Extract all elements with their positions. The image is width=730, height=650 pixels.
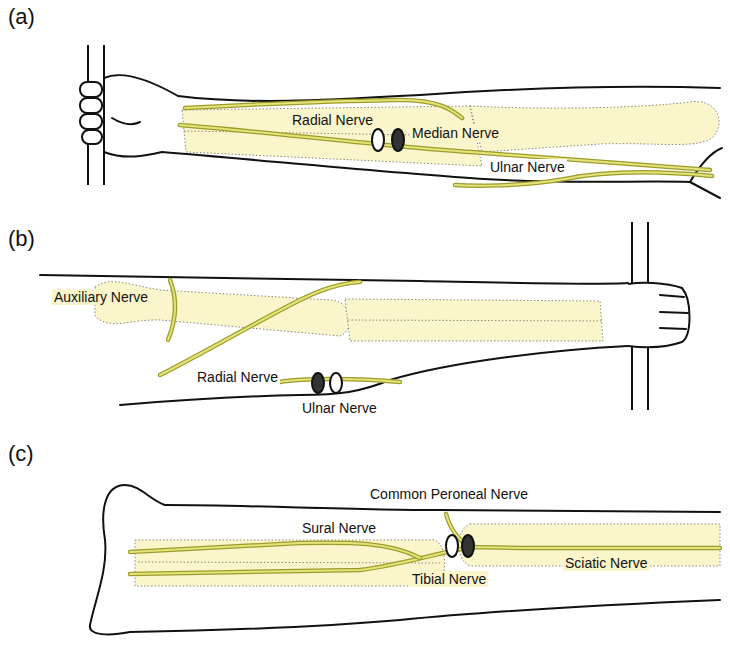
arm-b bbox=[40, 222, 690, 410]
label-text: Ulnar Nerve bbox=[490, 159, 565, 175]
nerve-label: Ulnar Nerve bbox=[488, 159, 567, 175]
label-text: Common Peroneal Nerve bbox=[370, 486, 528, 502]
nerve-label: Radial Nerve bbox=[290, 112, 375, 128]
nerve-label: Tibial Nerve bbox=[410, 571, 488, 587]
label-text: Auxiliary Nerve bbox=[54, 289, 148, 305]
nerve-label: Ulnar Nerve bbox=[300, 400, 379, 416]
label-text: Median Nerve bbox=[412, 125, 499, 141]
nerve-label: Sural Nerve bbox=[300, 520, 378, 536]
leg-c bbox=[90, 485, 720, 634]
label-text: Sciatic Nerve bbox=[565, 555, 647, 571]
label-text: (b) bbox=[8, 226, 35, 251]
nerve-label: Auxiliary Nerve bbox=[52, 289, 150, 305]
label-text: (a) bbox=[8, 4, 35, 29]
label-text: Radial Nerve bbox=[197, 369, 278, 385]
arm-a bbox=[80, 45, 722, 198]
nerve-label: Radial Nerve bbox=[195, 369, 280, 385]
nerve-label: Common Peroneal Nerve bbox=[368, 486, 530, 502]
label-text: Tibial Nerve bbox=[412, 571, 486, 587]
label-text: (c) bbox=[8, 441, 34, 466]
panel-label: (c) bbox=[6, 441, 36, 466]
label-text: Ulnar Nerve bbox=[302, 400, 377, 416]
panel-label: (b) bbox=[6, 226, 37, 251]
label-text: Sural Nerve bbox=[302, 520, 376, 536]
nerve-label: Sciatic Nerve bbox=[563, 555, 649, 571]
label-text: Radial Nerve bbox=[292, 112, 373, 128]
nerve-label: Median Nerve bbox=[410, 125, 501, 141]
panel-label: (a) bbox=[6, 4, 37, 29]
